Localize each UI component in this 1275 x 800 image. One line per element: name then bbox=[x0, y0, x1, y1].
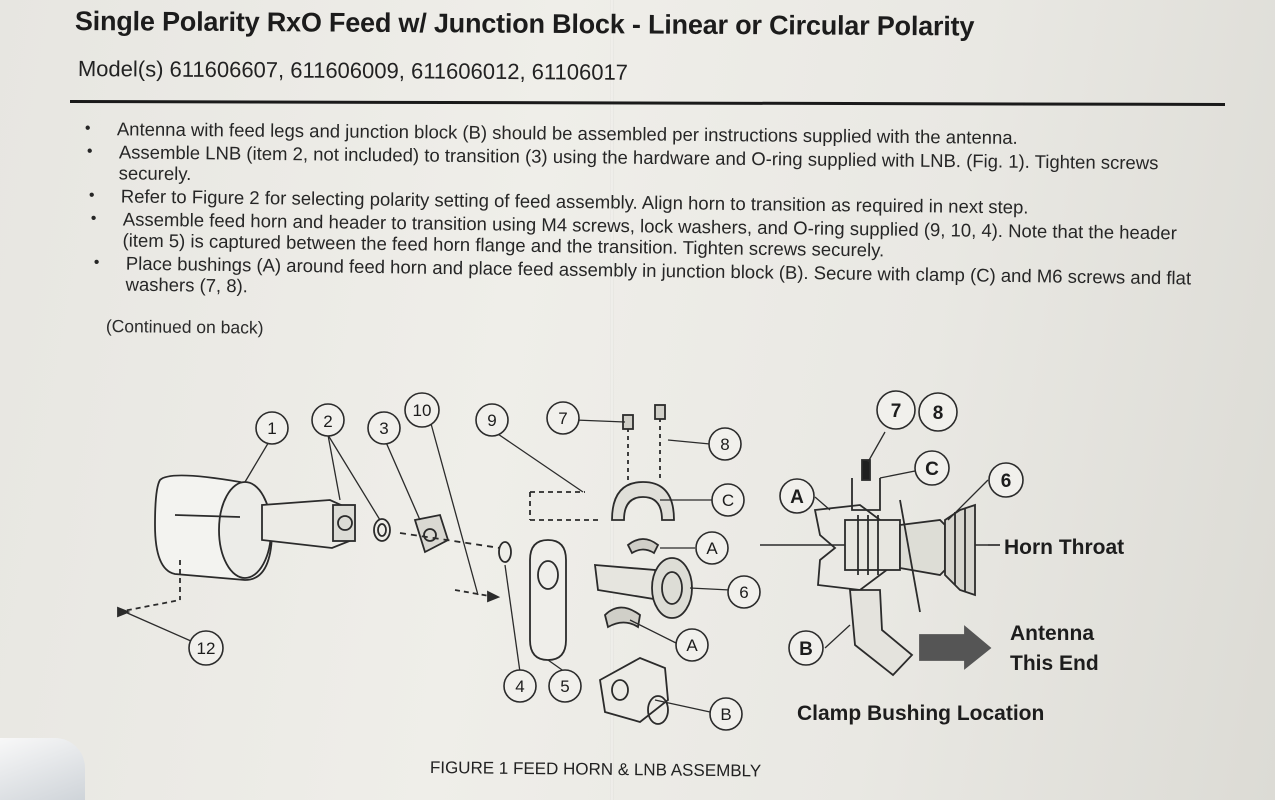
callout-text: 8 bbox=[720, 435, 729, 454]
header-plate-drawing bbox=[529, 539, 567, 661]
flange-drawing bbox=[413, 513, 450, 554]
callout-9 bbox=[475, 403, 509, 437]
antenna-label-line2: This End bbox=[1010, 652, 1099, 675]
callout-text: A bbox=[790, 487, 804, 508]
callout-text: 1 bbox=[267, 419, 276, 438]
callout-text: 8 bbox=[933, 403, 944, 424]
callout-text: 10 bbox=[413, 401, 432, 420]
callout-text: B bbox=[720, 705, 731, 724]
callout-a bbox=[695, 531, 729, 565]
callout-ra bbox=[779, 478, 815, 514]
callout-a2 bbox=[675, 628, 709, 662]
o-ring-drawing bbox=[373, 518, 391, 542]
callout-8 bbox=[708, 427, 742, 461]
callout-text: 4 bbox=[515, 677, 524, 696]
callout-text: B bbox=[799, 639, 813, 660]
corner-glare bbox=[0, 738, 85, 800]
callout-text: 5 bbox=[560, 677, 569, 696]
callout-rc bbox=[914, 450, 950, 486]
paper-fold bbox=[610, 0, 614, 800]
callout-10 bbox=[404, 392, 440, 428]
callout-text: C bbox=[722, 491, 734, 510]
callout-c bbox=[711, 483, 745, 517]
callout-1 bbox=[255, 411, 289, 445]
callout-2 bbox=[311, 403, 345, 437]
callout-text: 6 bbox=[739, 583, 748, 602]
cross-section-drawing bbox=[760, 431, 1000, 677]
transition-drawing bbox=[261, 499, 356, 549]
figure-caption: FIGURE 1 FEED HORN & LNB ASSEMBLY bbox=[429, 758, 762, 781]
callout-text: 9 bbox=[487, 411, 496, 430]
callout-6 bbox=[727, 575, 761, 609]
callout-text: A bbox=[686, 636, 698, 655]
feed-horn-drawing bbox=[593, 557, 693, 619]
callout-text: 2 bbox=[323, 412, 332, 431]
horn-throat-label: Horn Throat bbox=[1004, 536, 1124, 559]
callout-r6 bbox=[988, 462, 1024, 498]
callout-7 bbox=[546, 401, 580, 435]
callout-text: 3 bbox=[379, 419, 388, 438]
callout-b bbox=[709, 697, 743, 731]
callout-5 bbox=[548, 669, 582, 703]
callout-4 bbox=[503, 669, 537, 703]
callout-text: 6 bbox=[1001, 471, 1012, 492]
lnb-body-drawing bbox=[154, 474, 273, 581]
callout-text: 7 bbox=[891, 401, 902, 422]
antenna-label-line1: Antenna bbox=[1010, 622, 1094, 645]
callout-text: 7 bbox=[558, 409, 567, 428]
callout-12 bbox=[188, 630, 224, 666]
callout-text: 12 bbox=[197, 639, 216, 658]
callout-r7 bbox=[876, 390, 916, 430]
callout-r8 bbox=[918, 392, 958, 432]
callout-rb bbox=[788, 630, 824, 666]
callout-text: A bbox=[706, 539, 718, 558]
junction-block-drawing bbox=[599, 657, 669, 723]
callout-text: C bbox=[925, 459, 939, 480]
callout-3 bbox=[367, 411, 401, 445]
clamp-bushing-label: Clamp Bushing Location bbox=[797, 702, 1044, 725]
